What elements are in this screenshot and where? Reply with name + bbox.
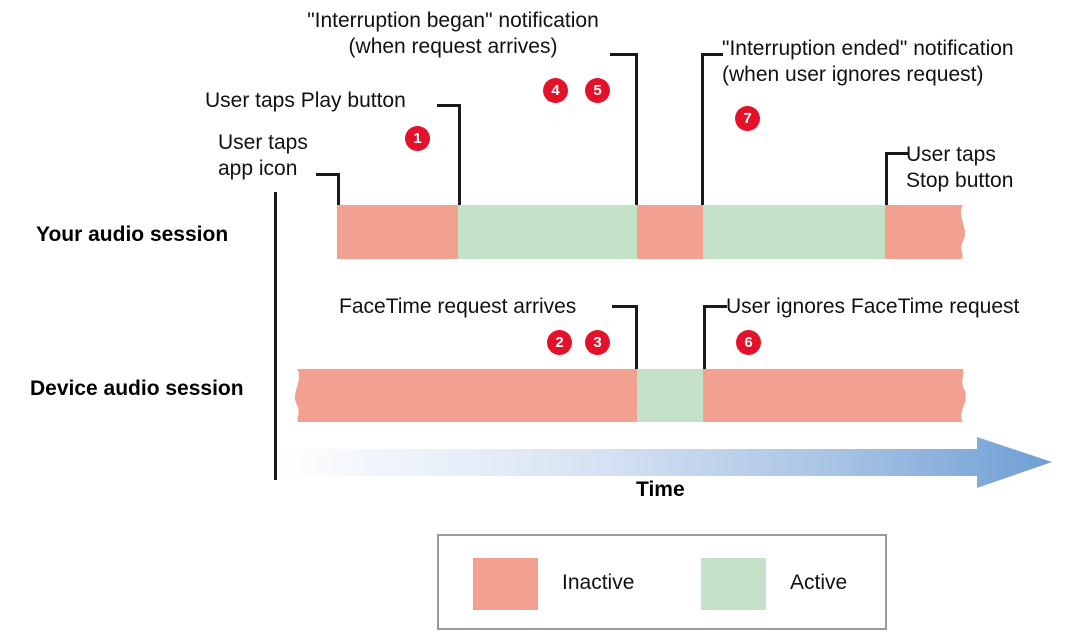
- lane-device-audio-session: [294, 369, 966, 422]
- lane1-segment-inactive-3: [885, 205, 966, 259]
- leader-play-button-stub: [437, 104, 461, 107]
- lane-your-audio-session: [337, 205, 966, 259]
- leader-interruption-began-stub: [610, 53, 638, 56]
- leader-stop-button-stub: [885, 152, 909, 155]
- annotation-play-button: User taps Play button: [205, 89, 406, 112]
- badge-step-7: 7: [735, 106, 760, 131]
- annotation-interruption-began: "Interruption began" notification (when …: [307, 9, 599, 58]
- legend: Inactive Active: [437, 534, 887, 630]
- leader-app-icon-stub: [316, 173, 340, 176]
- lane2-segment-inactive-2: [703, 369, 966, 422]
- lane1-segment-inactive-1: [337, 205, 458, 259]
- badge-step-1: 1: [405, 126, 430, 151]
- leader-user-ignores: [703, 305, 706, 370]
- leader-user-ignores-stub: [703, 305, 727, 308]
- badge-step-5: 5: [585, 78, 610, 103]
- annotation-stop-button: User taps Stop button: [906, 143, 1014, 192]
- annotation-interruption-ended: "Interruption ended" notification (when …: [722, 37, 1014, 86]
- leader-stop-button: [885, 152, 888, 205]
- leader-play-button: [458, 104, 461, 205]
- lane2-segment-active-1: [637, 369, 703, 422]
- annotation-app-icon: User taps app icon: [218, 131, 308, 180]
- legend-label-inactive: Inactive: [562, 571, 635, 594]
- leader-app-icon: [337, 173, 340, 205]
- badge-step-6: 6: [736, 330, 761, 355]
- annotation-user-ignores: User ignores FaceTime request: [726, 295, 1020, 318]
- row-label-device-audio-session: Device audio session: [30, 377, 244, 400]
- leader-interruption-began: [635, 53, 638, 205]
- leader-interruption-ended: [701, 53, 704, 205]
- legend-swatch-active: [701, 558, 766, 610]
- legend-swatch-inactive: [473, 558, 538, 610]
- leader-facetime-arrives-stub: [612, 305, 638, 308]
- legend-label-active: Active: [790, 571, 848, 594]
- lane1-segment-active-2: [703, 205, 885, 259]
- time-axis-arrow: [277, 437, 1052, 488]
- lane2-segment-inactive-1: [294, 369, 637, 422]
- leader-interruption-ended-stub: [701, 53, 723, 56]
- annotation-facetime-arrives: FaceTime request arrives: [339, 295, 577, 318]
- badge-step-3: 3: [585, 330, 610, 355]
- row-label-your-audio-session: Your audio session: [36, 223, 229, 246]
- leader-facetime-arrives: [635, 305, 638, 370]
- lane1-segment-inactive-2: [637, 205, 703, 259]
- badge-step-4: 4: [543, 78, 568, 103]
- lane1-segment-active-1: [458, 205, 637, 259]
- time-axis-label: Time: [636, 478, 685, 501]
- badge-step-2: 2: [547, 330, 572, 355]
- vertical-axis-line: [274, 192, 277, 480]
